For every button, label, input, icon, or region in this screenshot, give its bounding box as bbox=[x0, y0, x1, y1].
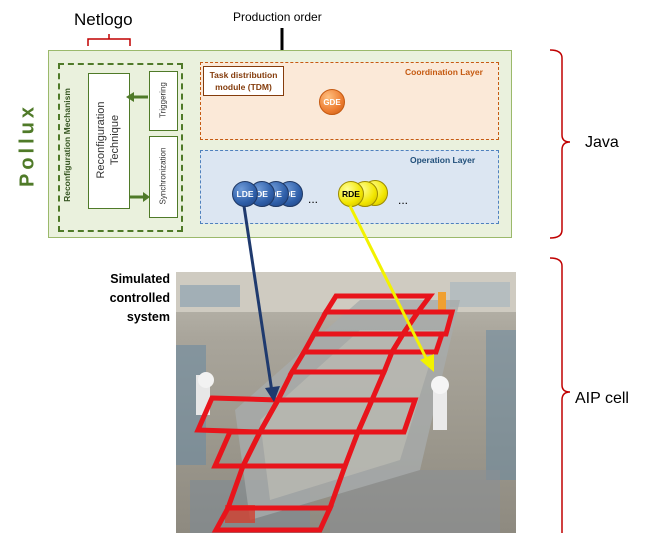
aip-grid bbox=[194, 293, 456, 533]
coordination-layer-label: Coordination Layer bbox=[405, 67, 483, 77]
lde-arrowhead bbox=[265, 386, 280, 402]
synchronization-box bbox=[149, 136, 178, 218]
simulated-line-3: system bbox=[126, 310, 170, 324]
production-order-label: Production order bbox=[233, 10, 322, 24]
lde-ellipsis: ... bbox=[308, 192, 319, 206]
aip-bracket bbox=[549, 257, 571, 533]
java-label: Java bbox=[585, 134, 619, 151]
rde-arrow bbox=[348, 205, 430, 363]
tdm-line-1: Task distribution bbox=[209, 70, 278, 80]
reconfiguration-technique-box bbox=[88, 73, 130, 209]
triggering-box bbox=[149, 71, 178, 131]
rde-node: RDE bbox=[338, 181, 364, 207]
tdm-box: Task distribution module (TDM) bbox=[203, 66, 284, 96]
rde-ellipsis: ... bbox=[398, 193, 409, 207]
java-bracket bbox=[549, 49, 571, 239]
reconfiguration-mechanism-box bbox=[58, 63, 183, 232]
simulated-line-2: controlled bbox=[109, 291, 170, 305]
simulated-line-1: Simulated bbox=[110, 272, 170, 286]
tdm-line-2: module (TDM) bbox=[215, 82, 272, 92]
simulated-system-label: Simulated controlled system bbox=[70, 270, 170, 327]
rde-arrowhead bbox=[420, 354, 434, 372]
triggering-arrowhead bbox=[126, 92, 134, 102]
synchronization-arrowhead bbox=[143, 192, 150, 202]
netlogo-label: Netlogo bbox=[74, 10, 133, 29]
operation-layer-label: Operation Layer bbox=[410, 155, 476, 165]
gde-node: GDE bbox=[319, 89, 345, 115]
lde-arrow bbox=[242, 205, 274, 393]
aip-cell-label: AIP cell bbox=[575, 390, 629, 407]
